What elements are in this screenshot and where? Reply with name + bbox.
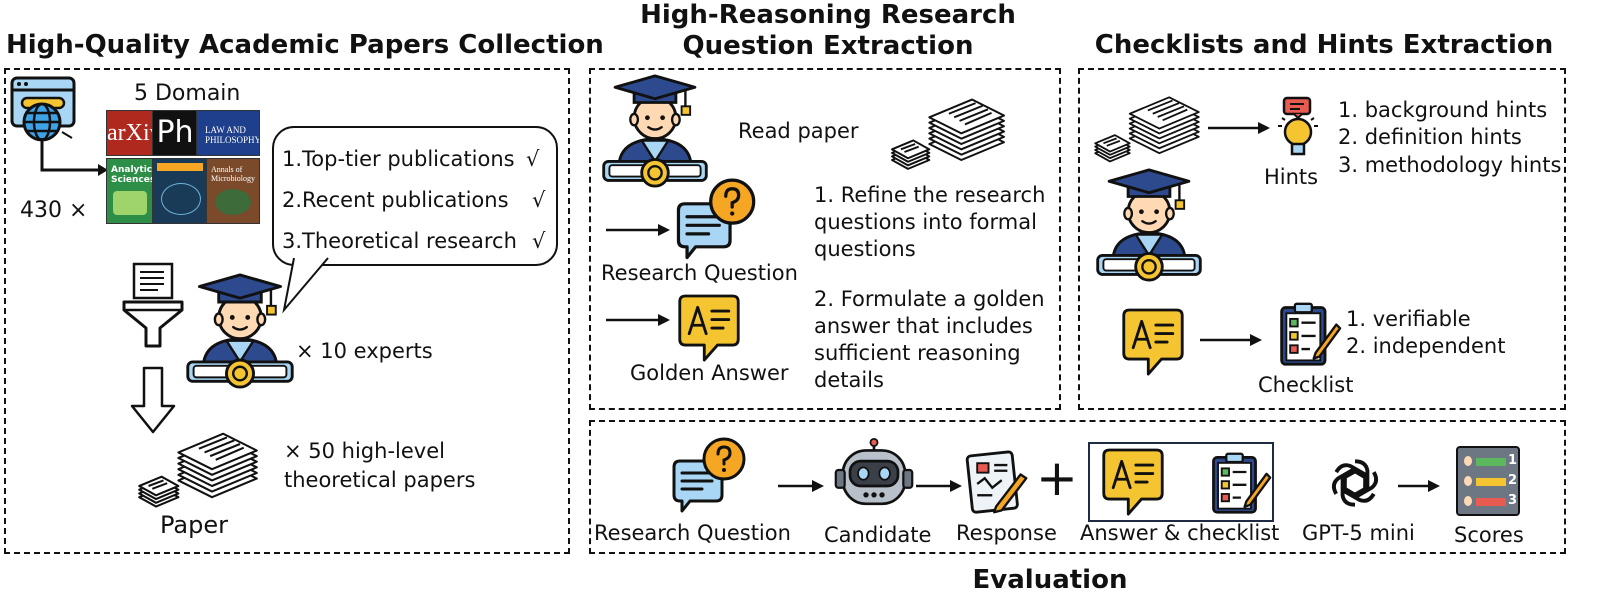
law-philosophy-cover: LAW AND PHILOSOPHY [196,110,260,156]
papers-label-line2: theoretical papers [284,468,476,492]
checklist-item-1: 1. verifiable [1346,307,1471,331]
hints-papers-icon [1088,94,1206,168]
checklist-item-2: 2. independent [1346,334,1506,358]
checklist-arrow [1200,334,1262,346]
papers-stack-icon [122,430,274,514]
domain-label: 5 Domain [134,81,241,106]
checklists-title: Checklists and Hints Extraction [1094,30,1554,60]
score-rank-3: 3 [1508,493,1518,508]
evaluation-panel [589,420,1566,554]
question-arrow [606,224,670,236]
answer-checklist-box [1088,442,1274,522]
hint-item-2: 2. definition hints [1338,125,1522,149]
check-mark-2: √ [532,188,546,212]
analytical-sciences-cover: Analytical Sciences [106,158,154,224]
response-icon [964,450,1030,516]
eval-arrow-3 [1398,480,1440,492]
hints-arrow [1208,122,1270,134]
golden-answer-label: Golden Answer [630,361,789,385]
research-question-label: Research Question [601,261,798,285]
read-paper-label: Read paper [738,119,859,143]
philosophy-cover: Ph [152,110,198,156]
hint-item-1: 1. background hints [1338,98,1548,122]
eval-question-label: Research Question [594,521,791,545]
eval-arrow-2 [916,480,962,492]
criteria-item-1: 1.Top-tier publications [282,147,515,171]
checklist-label: Checklist [1258,373,1354,397]
check-mark-3: √ [532,229,546,253]
count-label: 430 × [20,198,88,223]
evaluation-title: Evaluation [972,565,1128,595]
collection-panel [4,68,570,554]
collect-arrow [40,131,108,176]
response-label: Response [956,521,1057,545]
criteria-item-2: 2.Recent publications [282,188,509,212]
papers-label-line1: × 50 high-level [284,439,445,463]
answer-arrow [606,314,670,326]
extraction-title-line2: Question Extraction [682,31,974,61]
reader-scholar-icon [597,74,713,188]
check-mark-1: √ [526,147,540,171]
checklists-panel [1078,68,1566,410]
score-rank-2: 2 [1508,473,1518,488]
arxiv-cover: arXiv [106,110,162,156]
web-globe-icon [10,76,76,142]
microbiology-cover: Annals of Microbiology [206,158,260,224]
extraction-title-line1: High-Reasoning Research [640,0,1016,30]
filter-funnel-icon [122,262,184,348]
scores-board-icon: 1 2 3 [1456,446,1520,516]
collection-title: High-Quality Academic Papers Collection [6,30,604,60]
hints-label: Hints [1264,165,1319,189]
hint-item-3: 3. methodology hints [1338,153,1562,177]
paper-label: Paper [160,511,228,539]
down-arrow-icon [130,366,176,434]
eval-arrow-1 [778,480,824,492]
research-question-icon [672,178,758,264]
scores-label: Scores [1454,523,1524,547]
experts-label: × 10 experts [296,339,433,363]
golden-answer-icon [676,294,742,364]
eval-checklist-icon [1208,450,1272,516]
read-papers-icon [884,96,1012,176]
criteria-item-3: 3.Theoretical research [282,229,517,253]
refine-step-text: 1. Refine the research questions into fo… [814,183,1046,261]
plus-sign: + [1036,449,1078,507]
answer-checklist-label: Answer & checklist [1080,521,1280,545]
score-rank-1: 1 [1508,453,1518,468]
expert-scholar-icon [182,272,298,390]
math-journal-cover [152,158,208,224]
candidate-robot-icon [834,438,914,518]
eval-question-icon [668,436,748,518]
formulate-step-text: 2. Formulate a golden answer that includ… [814,287,1045,392]
candidate-label: Candidate [824,523,932,547]
gpt-label: GPT-5 mini [1302,521,1415,545]
gpt-logo-icon [1324,452,1386,514]
eval-answer-icon [1100,448,1166,518]
criteria-bubble-tail [282,254,329,314]
criteria-bubble [272,126,558,266]
extraction-panel [589,68,1061,410]
checklist-icon [1276,300,1342,368]
checklist-scholar-icon [1091,168,1207,282]
checklist-answer-icon [1120,308,1186,378]
lightbulb-icon [1278,96,1318,156]
